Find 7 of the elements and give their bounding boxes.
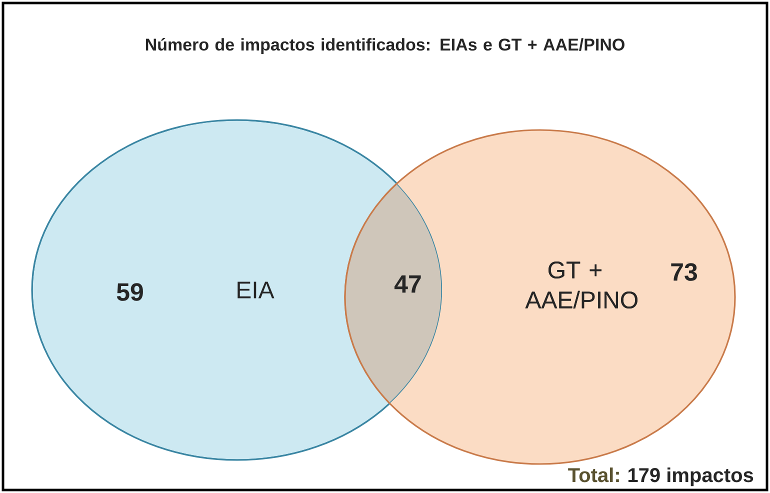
node-label: GT + AAE/PINO <box>525 262 638 308</box>
total-value: 179 impactos <box>628 468 754 486</box>
count-number: 59 <box>116 283 143 301</box>
count-number: 47 <box>394 275 421 293</box>
total-label: Total: <box>568 468 619 482</box>
count-number: 73 <box>671 263 697 281</box>
title: Número de impactos identificados: EIAs e GT + AAE/PINO <box>146 38 624 54</box>
